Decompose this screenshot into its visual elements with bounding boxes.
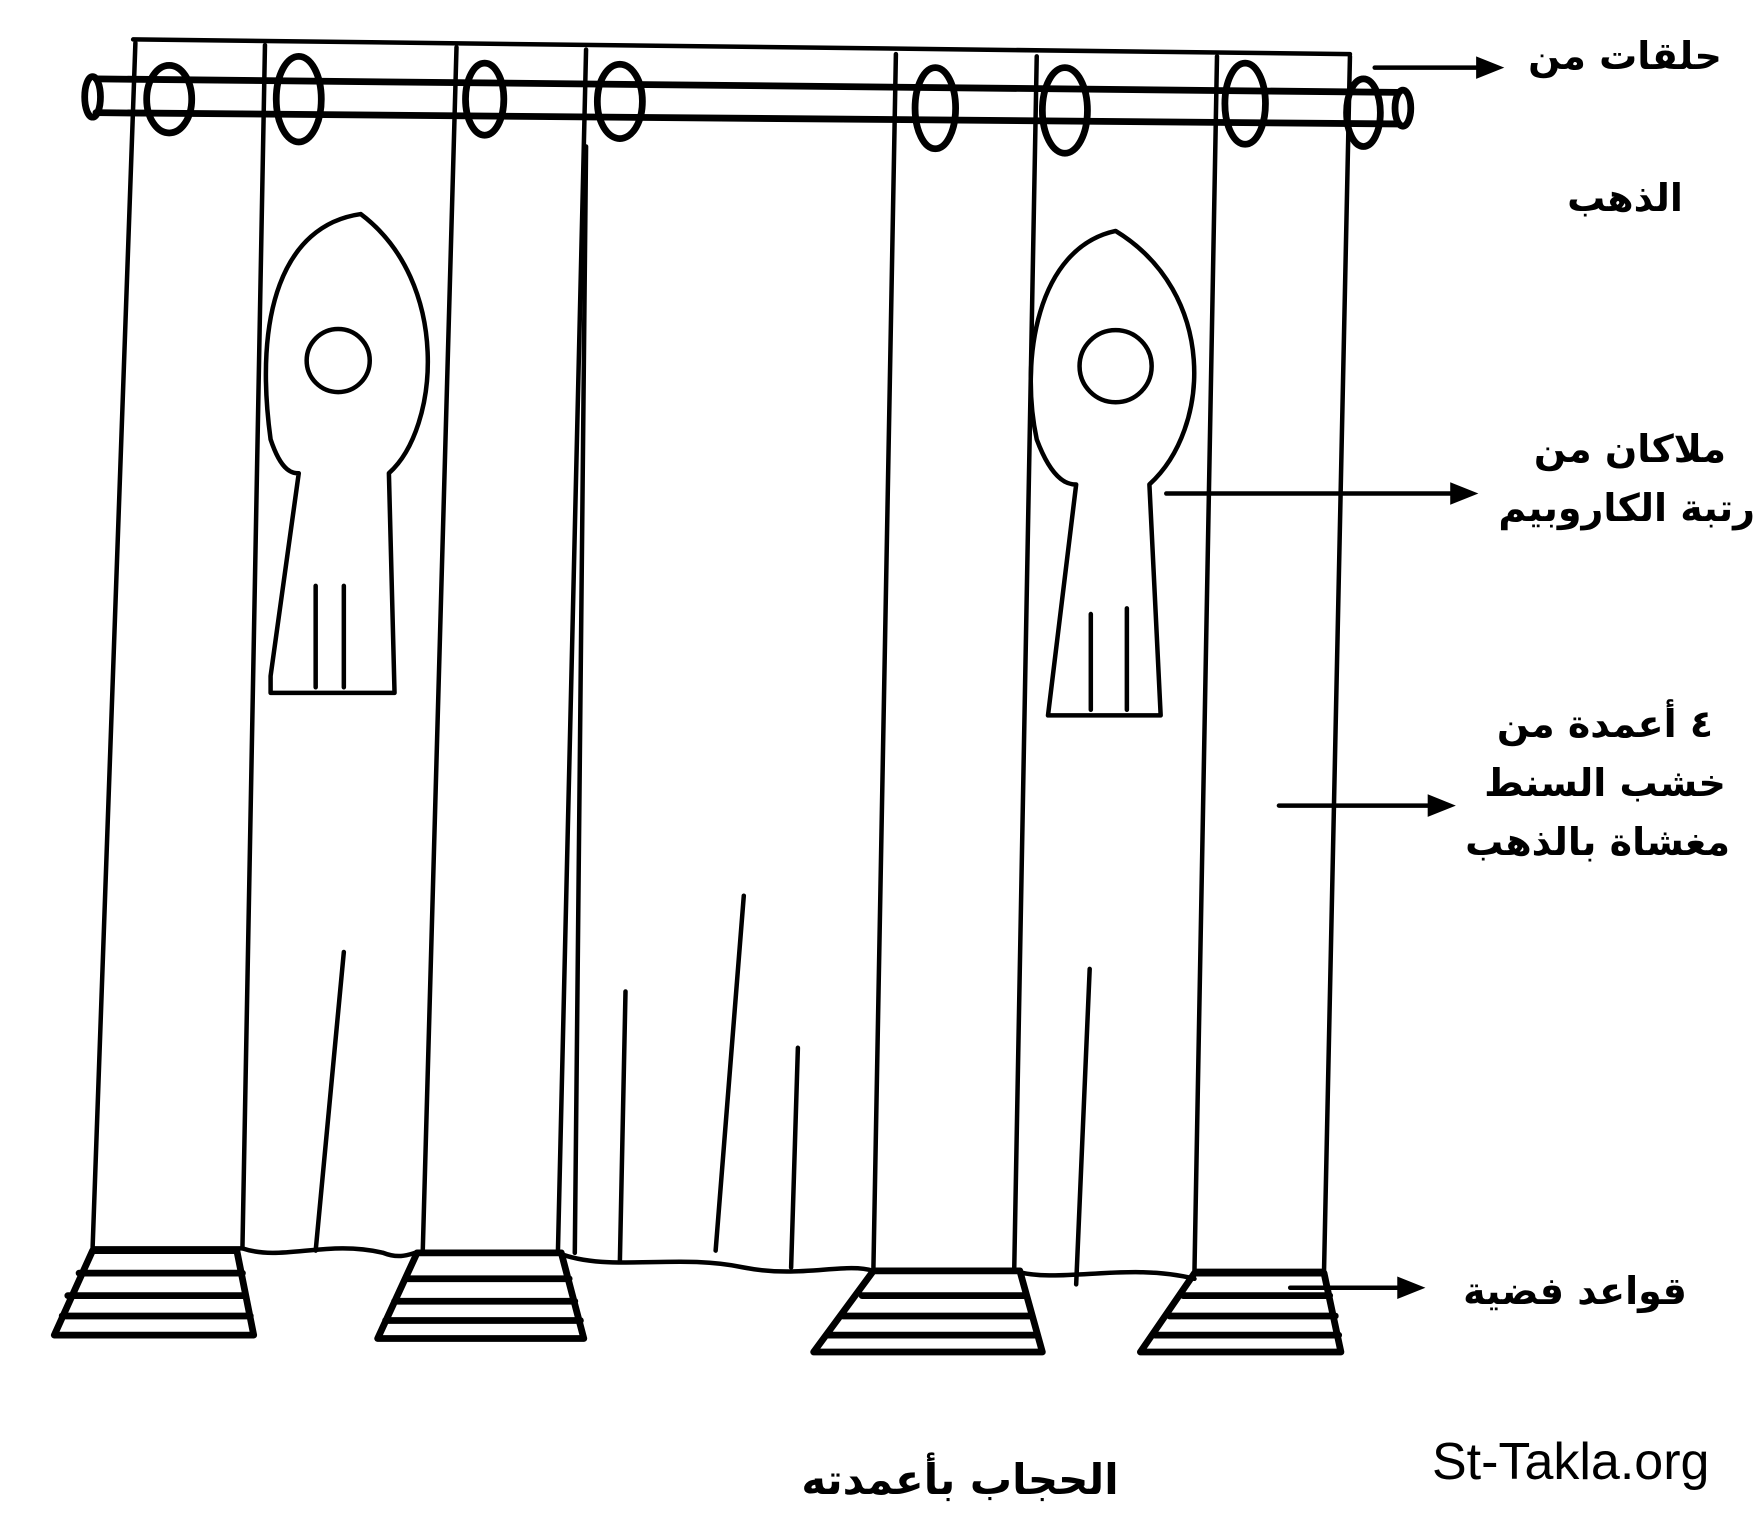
caption: الحجاب بأعمدته: [801, 1455, 1119, 1504]
label-line: ٤ أعمدة من: [1496, 702, 1714, 746]
pillars: [90, 40, 1353, 1274]
arrow-head-icon: [1427, 794, 1456, 817]
arrow-head-icon: [1476, 56, 1505, 79]
label-line: ملاكان من: [1533, 427, 1727, 471]
cherub-left: [263, 211, 431, 696]
cherub-right: [1028, 228, 1197, 718]
label-line: قواعد فضية: [1463, 1269, 1687, 1313]
label-cherubim: ملاكان من رتبة الكاروبيم: [1498, 420, 1755, 538]
label-line: الذهب: [1567, 176, 1683, 221]
label-arrows: [1164, 56, 1505, 1300]
curtain-rod: [81, 73, 1415, 130]
label-line: حلقات من: [1528, 34, 1722, 78]
watermark: St-Takla.org: [1432, 1433, 1710, 1491]
top-beam: [130, 37, 1353, 57]
arrow-head-icon: [1397, 1276, 1426, 1300]
label-line: خشب السنط: [1484, 760, 1726, 805]
curtain: [240, 144, 1197, 1287]
arrow-head-icon: [1450, 482, 1479, 505]
gold-rings: [143, 52, 1384, 157]
label-gold-rings: حلقات من الذهب: [1515, 20, 1735, 234]
label-line: مغشاة بالذهب: [1465, 819, 1730, 864]
label-pillars: ٤ أعمدة من خشب السنط مغشاة بالذهب: [1465, 695, 1730, 872]
label-silver-bases: قواعد فضية: [1450, 1255, 1700, 1327]
silver-bases: [50, 1247, 1345, 1356]
label-line: رتبة الكاروبيم: [1498, 485, 1755, 530]
